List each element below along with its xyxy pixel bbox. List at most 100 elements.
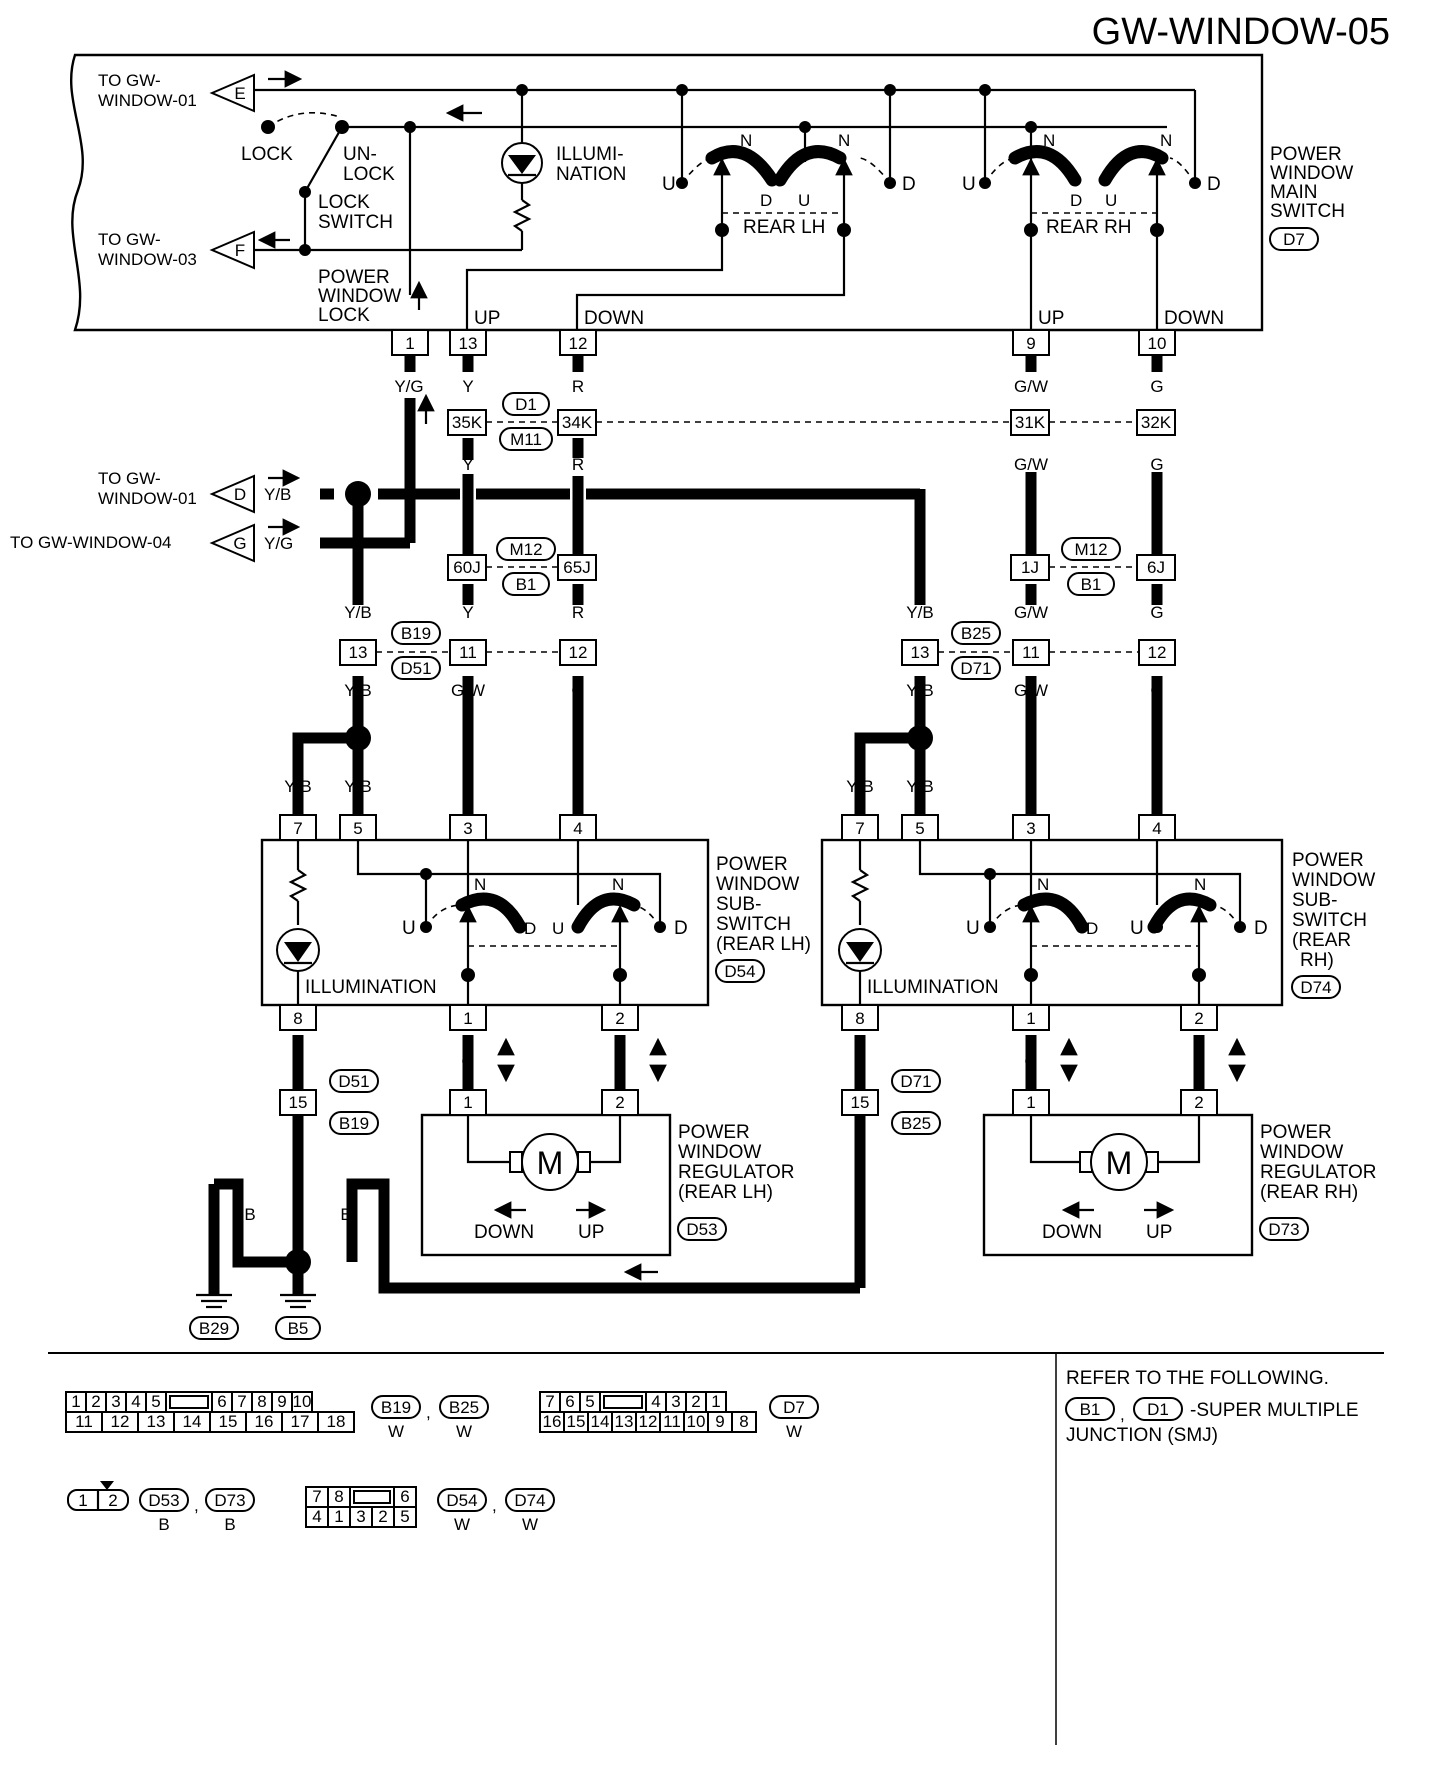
rear-rh-switch: U D N N D U REAR RH: [962, 84, 1221, 290]
svg-text:D74: D74: [1300, 978, 1331, 997]
svg-text:M12: M12: [1074, 540, 1107, 559]
svg-text:B29: B29: [199, 1319, 229, 1338]
main-switch-pins: 1 13 12 9 10: [391, 329, 1176, 356]
svg-text:8: 8: [855, 1009, 864, 1028]
svg-text:B1: B1: [516, 575, 537, 594]
connector-pin-number: 6: [565, 1392, 574, 1411]
svg-text:WINDOW: WINDOW: [678, 1142, 761, 1163]
svg-text:1: 1: [1026, 1093, 1035, 1112]
svg-text:13: 13: [349, 643, 368, 662]
svg-text:SUB-: SUB-: [1292, 890, 1337, 911]
connector-pin-number: 11: [75, 1412, 93, 1431]
pw-lock-label-3: LOCK: [318, 305, 370, 326]
svg-text:5: 5: [353, 819, 362, 838]
svg-text:12: 12: [1148, 643, 1167, 662]
lock-switch-label: LOCK: [318, 192, 370, 213]
svg-text:D74: D74: [514, 1491, 545, 1510]
svg-text:L: L: [1194, 1052, 1203, 1071]
svg-text:R: R: [572, 603, 584, 622]
svg-text:Y/B: Y/B: [846, 777, 873, 796]
main-switch-label: POWER WINDOW MAIN SWITCH: [1270, 144, 1353, 222]
svg-text:G: G: [571, 681, 584, 700]
svg-text:D: D: [902, 174, 916, 195]
svg-text:N: N: [740, 131, 752, 150]
svg-text:D: D: [1254, 918, 1268, 939]
connector-pin-number: 14: [183, 1412, 202, 1431]
svg-text:B19: B19: [339, 1114, 369, 1133]
svg-text:D53: D53: [686, 1220, 717, 1239]
svg-text:1: 1: [78, 1491, 87, 1510]
svg-text:G/W: G/W: [1014, 377, 1048, 396]
svg-text:SWITCH: SWITCH: [1292, 910, 1367, 931]
connector-pin-number: 4: [131, 1392, 140, 1411]
svg-text:MAIN: MAIN: [1270, 182, 1318, 203]
svg-text:RH): RH): [1300, 950, 1334, 971]
svg-text:10: 10: [1148, 334, 1167, 353]
svg-text:B: B: [208, 1205, 219, 1224]
svg-text:Y: Y: [462, 603, 473, 622]
svg-text:3: 3: [463, 819, 472, 838]
svg-text:G/W: G/W: [1014, 681, 1048, 700]
svg-text:B: B: [244, 1205, 255, 1224]
subswitch-rear-rh: 7 5 3 4 8 1 2 ILLUMINATION U D U N N D: [820, 814, 1284, 1031]
svg-text:ILLUMINATION: ILLUMINATION: [305, 977, 437, 998]
ground-icon-b29: B29: [189, 1293, 239, 1340]
svg-text:R: R: [572, 455, 584, 474]
svg-text:B25: B25: [449, 1398, 479, 1417]
connector-pin-number: 13: [615, 1412, 634, 1431]
svg-text:WINDOW: WINDOW: [1260, 1142, 1343, 1163]
svg-text:E: E: [234, 84, 245, 103]
svg-text:G/W: G/W: [451, 681, 485, 700]
svg-text:TO GW-: TO GW-: [98, 230, 161, 249]
svg-text:3: 3: [1026, 819, 1035, 838]
svg-text:SWITCH: SWITCH: [716, 914, 791, 935]
svg-text:Y/B: Y/B: [344, 603, 371, 622]
svg-text:,: ,: [194, 1496, 199, 1515]
svg-text:(REAR: (REAR: [1292, 930, 1351, 951]
connector-pin-number: 4: [651, 1392, 660, 1411]
junction-d1-m11: 35K 34K 31K 32K D1 M11: [447, 392, 1176, 451]
connector-pin-number: 13: [147, 1412, 166, 1431]
svg-text:TO GW-: TO GW-: [98, 71, 161, 90]
connector-pin-number: 14: [591, 1412, 610, 1431]
svg-text:2: 2: [108, 1491, 117, 1510]
svg-text:B: B: [224, 1515, 235, 1534]
svg-text:7: 7: [293, 819, 302, 838]
resistor-icon: [512, 199, 532, 232]
svg-text:D: D: [674, 918, 688, 939]
svg-text:W: W: [456, 1422, 472, 1441]
svg-text:D1: D1: [515, 395, 537, 414]
connector-face-d53-d73: 1 2 D53 , D73 B B: [67, 1481, 255, 1534]
regulator-lh-label: POWER WINDOW REGULATOR (REAR LH) D53: [677, 1122, 795, 1241]
svg-text:M: M: [1106, 1145, 1133, 1181]
svg-text:U: U: [1130, 918, 1144, 939]
svg-text:G: G: [1150, 377, 1163, 396]
svg-text:D: D: [1070, 191, 1082, 210]
pw-lock-label-2: WINDOW: [318, 286, 401, 307]
svg-text:1: 1: [1026, 1009, 1035, 1028]
rear-lh-switch: U D N N D U REAR LH: [662, 84, 916, 270]
svg-text:Y/B: Y/B: [344, 681, 371, 700]
svg-text:D7: D7: [1283, 230, 1305, 249]
svg-text:G/W: G/W: [1014, 603, 1048, 622]
wire-color-labels: Y/G Y R G/W G Y R G/W G Y R G/W G Y/B Y/…: [208, 377, 1203, 1224]
svg-text:D73: D73: [214, 1491, 245, 1510]
svg-text:11: 11: [1022, 643, 1040, 662]
svg-text:B1: B1: [1081, 575, 1102, 594]
svg-text:B: B: [292, 1052, 303, 1071]
svg-text:B: B: [292, 1205, 303, 1224]
svg-text:REGULATOR: REGULATOR: [1260, 1162, 1377, 1183]
svg-text:L: L: [615, 1052, 624, 1071]
down-label-rh: DOWN: [1164, 308, 1224, 329]
main-switch-box: [70, 53, 1264, 332]
svg-text:W: W: [388, 1422, 404, 1441]
svg-text:N: N: [612, 875, 624, 894]
svg-text:-SUPER MULTIPLE: -SUPER MULTIPLE: [1190, 1400, 1359, 1421]
svg-text:ILLUMINATION: ILLUMINATION: [867, 977, 999, 998]
svg-text:(REAR RH): (REAR RH): [1260, 1182, 1358, 1203]
connector-pin-number: 11: [663, 1412, 681, 1431]
svg-text:DOWN: DOWN: [1042, 1222, 1102, 1243]
unlock-label-2: LOCK: [343, 164, 395, 185]
